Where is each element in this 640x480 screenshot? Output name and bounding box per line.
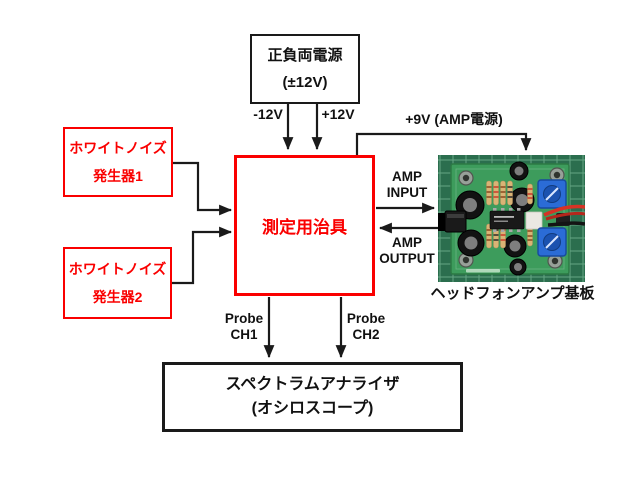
analyzer-line1: スペクトラムアナライザ (225, 376, 400, 393)
noise2-line2: 発生器2 (92, 289, 143, 305)
probe2-line2: CH2 (352, 326, 380, 342)
white-noise-generator-1-box: ホワイトノイズ 発生器1 (63, 127, 173, 197)
amp-output-line2: OUTPUT (379, 251, 435, 266)
probe1-line2: CH1 (230, 326, 258, 342)
noise1-wire (173, 161, 233, 216)
trimpot-top (537, 179, 567, 209)
power-supply-voltage: (±12V) (282, 74, 328, 91)
audio-jack (438, 210, 467, 233)
white-noise-generator-2-box: ホワイトノイズ 発生器2 (63, 247, 172, 319)
trimpot-bottom (537, 227, 567, 257)
amp-input-label: AMP INPUT (376, 169, 438, 201)
probe1-line1: Probe (224, 311, 264, 326)
neg12v-label: -12V (253, 106, 283, 122)
measurement-jig-box: 測定用治具 (234, 155, 375, 296)
noise1-line1: ホワイトノイズ (69, 140, 167, 156)
amp-output-label: AMP OUTPUT (374, 235, 440, 267)
probe2-line1: Probe (346, 311, 386, 326)
analyzer-line2: (オシロスコープ) (251, 400, 374, 417)
probe-ch2-label: Probe CH2 (340, 311, 392, 342)
opamp-ic (489, 208, 525, 232)
power-wires (543, 204, 585, 227)
pos12v-label: +12V (321, 106, 355, 122)
amp-power-wire (355, 132, 532, 155)
amp-input-line1: AMP (392, 169, 422, 184)
noise2-line1: ホワイトノイズ (68, 261, 167, 277)
headphone-amp-board-photo (438, 155, 585, 282)
amp-power-label: +9V (AMP電源) (405, 111, 503, 127)
noise1-line2: 発生器1 (93, 168, 143, 184)
silkscreen-text (466, 269, 500, 273)
power-supply-title: 正負両電源 (267, 47, 343, 64)
amp-input-line2: INPUT (386, 185, 428, 200)
spectrum-analyzer-box: スペクトラムアナライザ (オシロスコープ) (162, 362, 463, 432)
power-supply-box: 正負両電源 (±12V) (250, 34, 360, 104)
amp-output-line1: AMP (392, 235, 422, 250)
board-caption: ヘッドフォンアンプ基板 (430, 285, 595, 302)
noise2-wire (172, 226, 233, 285)
jig-label: 測定用治具 (262, 218, 347, 237)
white-connector (525, 211, 543, 230)
probe-ch1-label: Probe CH1 (218, 311, 270, 342)
